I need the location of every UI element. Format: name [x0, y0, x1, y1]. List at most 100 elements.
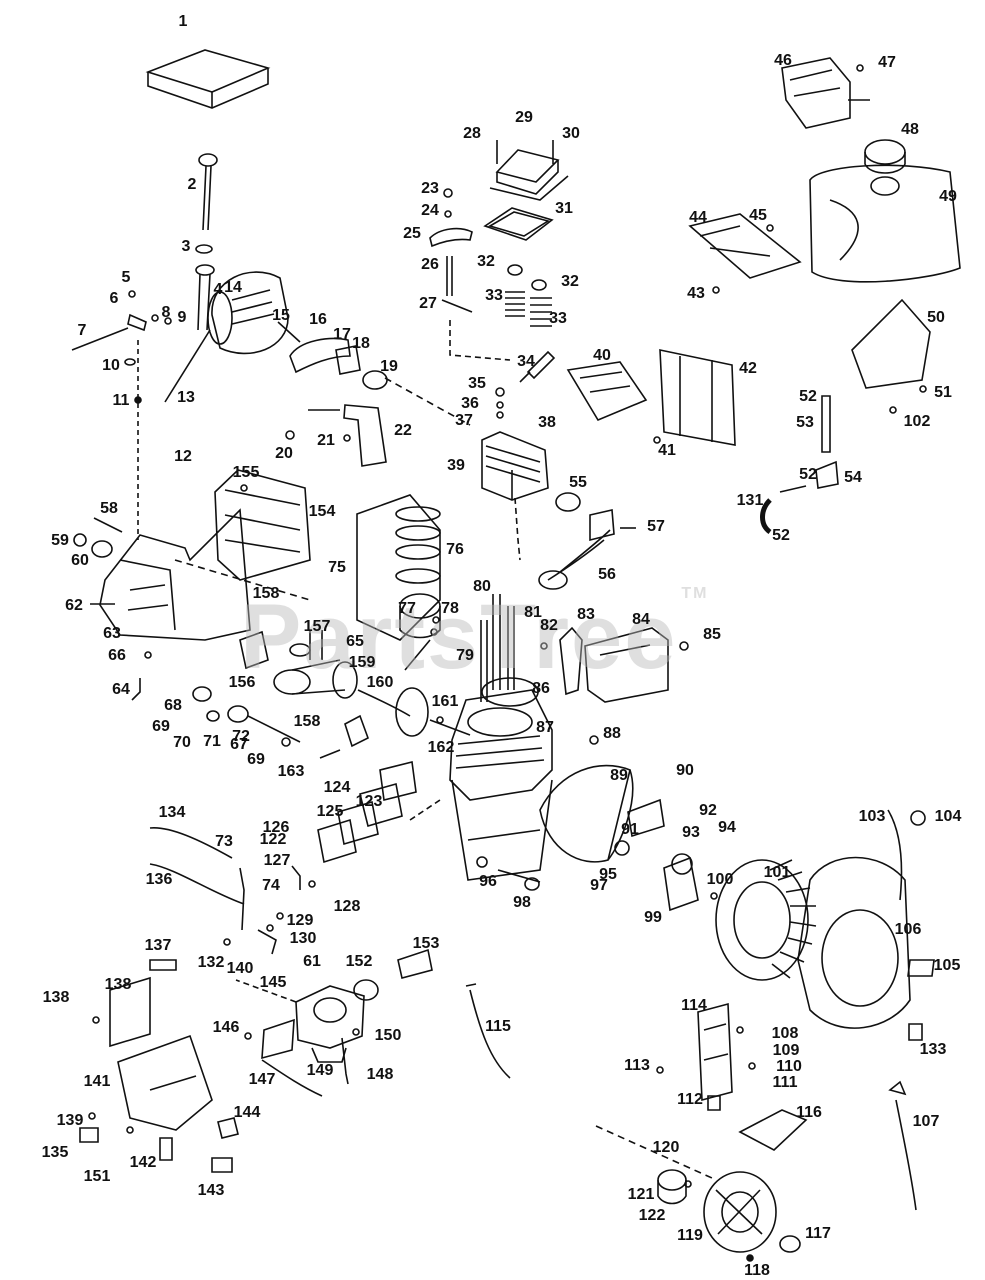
part-callout-24: 25	[403, 225, 421, 242]
part-callout-69: 66	[108, 647, 126, 664]
part-callout-20: 21	[317, 432, 335, 449]
part-callout-23: 24	[421, 202, 439, 219]
rocker-arm	[429, 188, 511, 361]
heat-shield	[566, 349, 736, 446]
part-callout-158: 152	[345, 953, 373, 970]
part-callout-25: 26	[421, 256, 439, 273]
part-callout-144: 138	[42, 989, 70, 1006]
part-callout-41: 40	[593, 347, 611, 364]
recoil-starter	[595, 1109, 808, 1262]
part-callout-138: 133	[919, 1041, 947, 1058]
part-callout-113: 109	[772, 1042, 800, 1059]
part-callout-93: 89	[610, 767, 628, 784]
part-callout-97: 93	[682, 824, 700, 841]
part-callout-33: 33	[485, 287, 503, 304]
part-callout-73: 69	[247, 751, 265, 768]
throttle-linkage	[71, 290, 172, 540]
part-callout-46: 45	[749, 207, 767, 224]
part-callout-64: 61	[303, 953, 321, 970]
part-callout-61: 58	[100, 500, 118, 517]
part-callout-111: 107	[912, 1113, 940, 1130]
part-callout-88: 84	[632, 611, 650, 628]
part-callout-168: 161	[431, 693, 459, 710]
part-callout-11: 12	[174, 448, 192, 465]
part-callout-108: 104	[934, 808, 962, 825]
part-callout-56: 53	[796, 414, 814, 431]
part-callout-120: 116	[796, 1104, 822, 1121]
part-callout-27: 28	[463, 125, 481, 142]
part-callout-99: 95	[599, 866, 617, 883]
part-callout-152: 146	[212, 1019, 240, 1036]
part-callout-9: 10	[102, 357, 120, 374]
part-callout-124: 120	[652, 1139, 680, 1156]
part-callout-5: 6	[109, 290, 119, 307]
part-callout-17: 18	[352, 335, 370, 352]
part-callout-94: 90	[676, 762, 694, 779]
part-callout-55: 52	[772, 527, 790, 544]
part-callout-50: 49	[939, 188, 957, 205]
part-callout-131: 126	[262, 819, 290, 836]
part-callout-98: 94	[718, 819, 736, 836]
governor-gear	[192, 686, 301, 747]
part-callout-54: 52	[799, 466, 817, 483]
part-callout-7: 8	[161, 304, 171, 321]
part-callout-134: 129	[286, 912, 314, 929]
part-callout-130: 125	[316, 803, 344, 820]
part-callout-80: 76	[446, 541, 464, 558]
part-callout-140: 135	[41, 1144, 69, 1161]
part-callout-8: 9	[177, 309, 187, 326]
part-callout-38: 37	[455, 412, 473, 429]
part-callout-92: 88	[603, 725, 621, 742]
ground-wire	[465, 983, 511, 1079]
part-callout-37: 36	[461, 395, 479, 412]
part-callout-136: 131	[736, 492, 764, 509]
part-callout-76: 72	[232, 728, 250, 745]
part-callout-84: 80	[473, 578, 491, 595]
part-callout-160: 154	[308, 503, 336, 520]
part-callout-16: 17	[333, 326, 351, 343]
part-callout-85: 81	[524, 604, 542, 621]
valve-springs	[505, 264, 552, 327]
part-callout-150: 144	[233, 1104, 261, 1121]
crankshaft	[273, 630, 471, 737]
carburetor-shroud	[79, 959, 239, 1173]
ignition-module	[497, 853, 718, 912]
part-callout-143: 138	[104, 976, 132, 993]
intake-tube	[538, 492, 636, 590]
exhaust-pipe	[277, 321, 471, 426]
part-callout-59: 56	[598, 566, 616, 583]
carburetor	[235, 948, 433, 1097]
part-callout-70: 67	[230, 736, 248, 753]
part-callout-169: 162	[427, 739, 455, 756]
engine-block	[449, 677, 599, 881]
part-callout-106: 102	[903, 413, 931, 430]
carburetor-gaskets	[291, 761, 441, 890]
part-callout-170: 163	[277, 763, 305, 780]
part-callout-148: 142	[129, 1154, 157, 1171]
part-callout-129: 124	[323, 779, 351, 796]
part-callout-34: 33	[549, 310, 567, 327]
governor-lever	[131, 651, 152, 701]
valves	[430, 594, 515, 702]
part-callout-155: 149	[306, 1062, 334, 1079]
part-callout-142: 137	[144, 937, 172, 954]
part-callout-132: 127	[263, 852, 291, 869]
part-callout-90: 86	[532, 680, 550, 697]
connecting-rod	[239, 630, 444, 759]
part-callout-141: 136	[145, 871, 173, 888]
part-callout-145: 139	[56, 1112, 84, 1129]
part-callout-77: 73	[215, 833, 233, 850]
part-callout-60: 57	[647, 518, 665, 535]
part-callout-122: 118	[744, 1262, 770, 1279]
part-callout-21: 22	[394, 422, 412, 439]
part-callout-10: 11	[112, 392, 130, 409]
piston-rings	[356, 494, 441, 641]
part-callout-29: 30	[562, 125, 580, 142]
part-callout-139: 134	[158, 804, 186, 821]
part-callout-4: 5	[121, 269, 131, 286]
part-callout-157: 151	[83, 1168, 111, 1185]
part-callout-44: 43	[687, 285, 705, 302]
baffle	[540, 626, 689, 703]
part-callout-102: 98	[513, 894, 531, 911]
